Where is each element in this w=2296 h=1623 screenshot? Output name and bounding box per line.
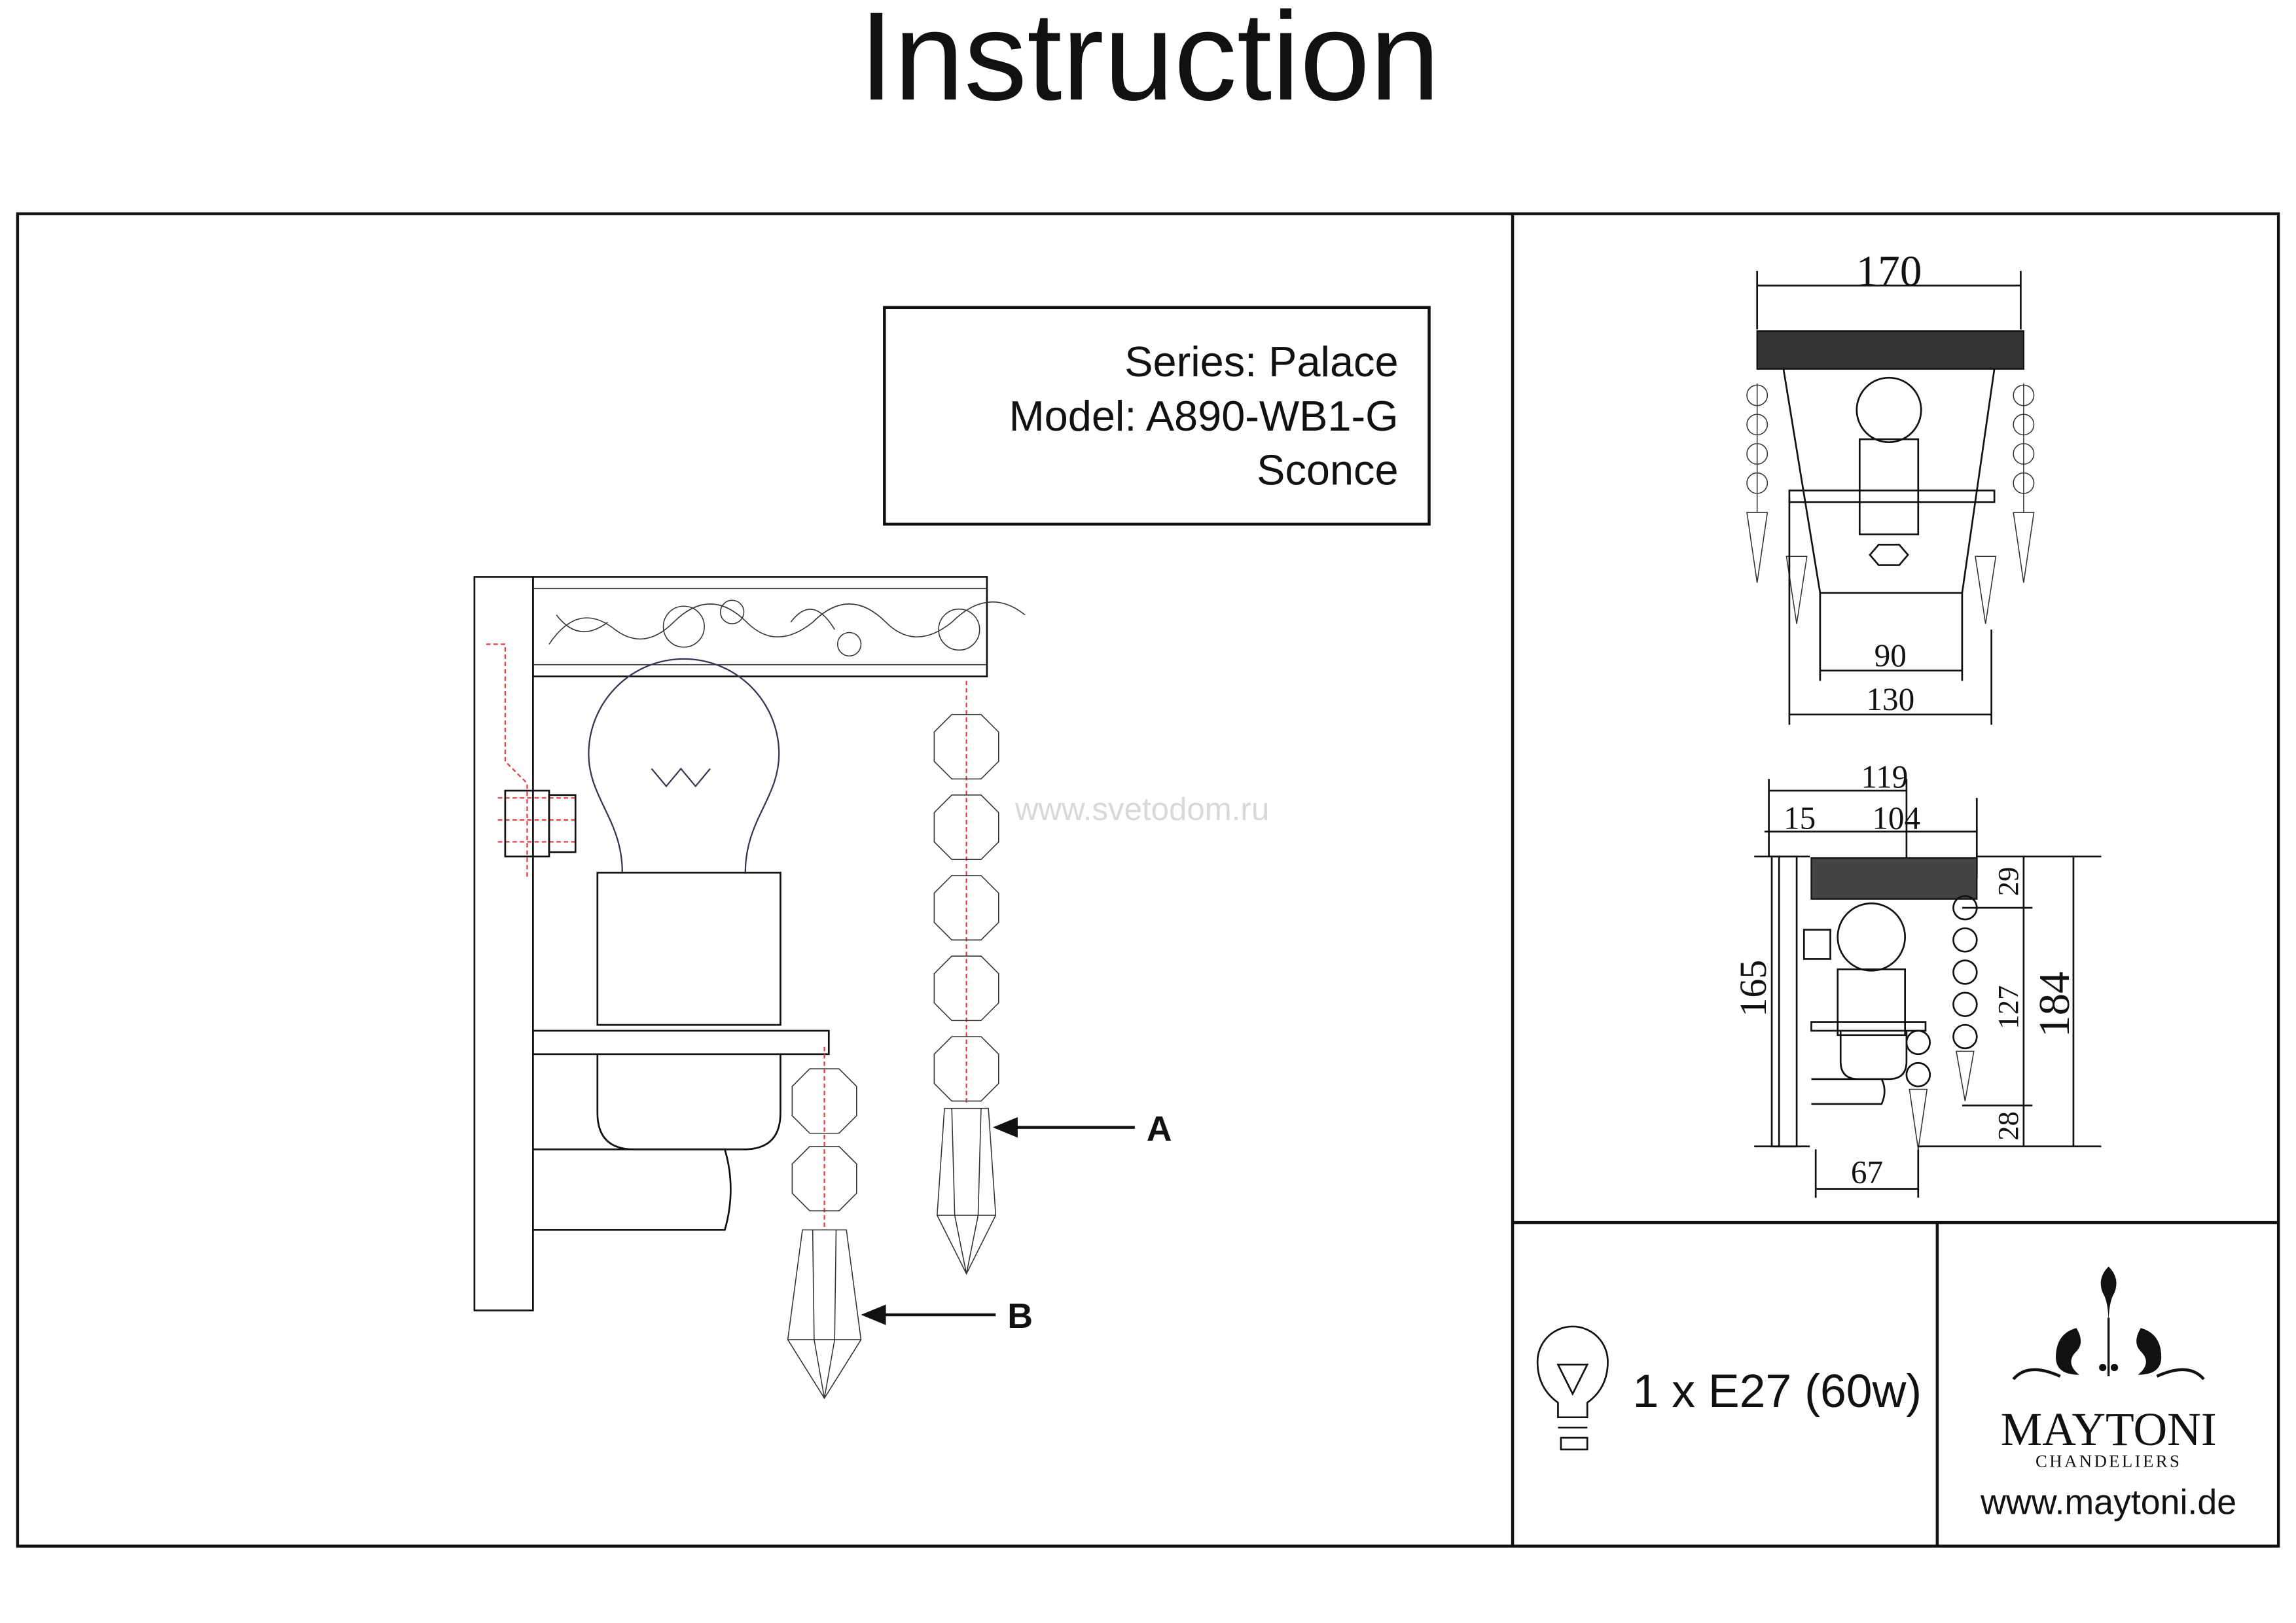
watermark: www.svetodom.ru bbox=[1014, 791, 1269, 827]
light-bulb-icon bbox=[1536, 1325, 1609, 1451]
crystal-chain-b bbox=[787, 1046, 862, 1400]
dim-arm-depth: 67 bbox=[1851, 1154, 1883, 1190]
side-view-drawing: 119 15 104 165 29 127 28 184 67 bbox=[1732, 759, 2102, 1198]
callout-a: A bbox=[992, 1109, 1172, 1149]
dim-width-bottom: 130 bbox=[1866, 681, 1914, 717]
callout-b: B bbox=[861, 1296, 1033, 1336]
dim-width-top: 170 bbox=[1856, 246, 1922, 295]
maytoni-logo-ornament bbox=[2012, 1266, 2205, 1380]
brand-block: MAYTONI CHANDELIERS www.maytoni.de bbox=[1980, 1266, 2236, 1522]
decorative-band bbox=[532, 576, 1026, 677]
dim-chain-height: 127 bbox=[1992, 986, 2024, 1029]
crystal-chain-a bbox=[933, 681, 999, 1275]
series-label: Series: Palace bbox=[1124, 338, 1398, 385]
sheet-frame bbox=[16, 212, 2280, 1548]
svg-text:A: A bbox=[1147, 1109, 1172, 1149]
page-title: Instruction bbox=[859, 0, 1440, 126]
brand-website[interactable]: www.maytoni.de bbox=[1980, 1482, 2236, 1522]
lamp-spec-text: 1 x E27 (60w) bbox=[1633, 1365, 1922, 1418]
dim-depth-band: 104 bbox=[1872, 800, 1920, 836]
front-view-drawing: 170 90 130 bbox=[1746, 246, 2035, 725]
model-label: Model: A890-WB1-G bbox=[1009, 392, 1399, 440]
bulb bbox=[588, 658, 780, 874]
dim-drop-below: 28 bbox=[1992, 1111, 2024, 1141]
dim-width-inner: 90 bbox=[1874, 637, 1907, 673]
brand-name: MAYTONI bbox=[2001, 1404, 2217, 1455]
dim-depth-plate: 15 bbox=[1784, 800, 1816, 836]
brand-subtitle: CHANDELIERS bbox=[2036, 1452, 2181, 1471]
svg-text:B: B bbox=[1007, 1296, 1033, 1336]
info-box: Series: Palace Model: A890-WB1-G Sconce bbox=[883, 306, 1431, 526]
dim-plate-height: 165 bbox=[1732, 960, 1774, 1017]
assembly-drawing: A B bbox=[473, 576, 1172, 1400]
lamp-spec: 1 x E27 (60w) bbox=[1536, 1325, 1922, 1451]
dim-band-height: 29 bbox=[1992, 866, 2024, 896]
dim-depth-total: 119 bbox=[1861, 759, 1908, 795]
dim-total-height: 184 bbox=[2030, 971, 2079, 1037]
type-label: Sconce bbox=[1257, 446, 1398, 494]
